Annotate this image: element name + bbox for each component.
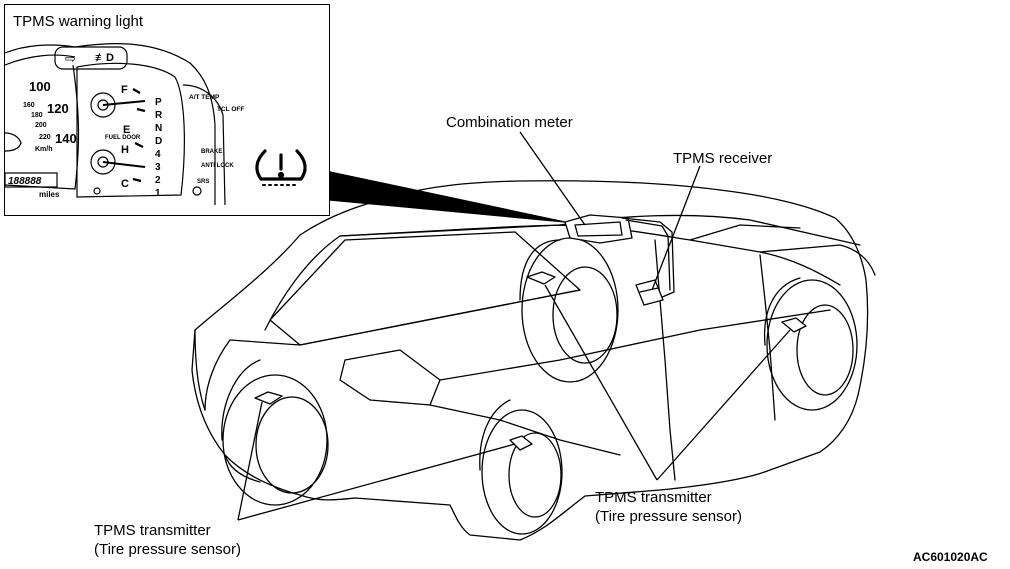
speed-tick-120: 120 <box>47 101 69 116</box>
tpms-warning-icon <box>255 149 307 186</box>
odometer-unit: miles <box>39 190 60 199</box>
fuel-door-label: FUEL DOOR <box>105 135 141 141</box>
label-transmitter-left-line2: (Tire pressure sensor) <box>94 541 241 558</box>
figure-code: AC601020AC <box>913 550 988 564</box>
speed-tick-140: 140 <box>55 131 77 146</box>
kmh-unit: Km/h <box>35 146 53 153</box>
indicator-tcl-off: TCL OFF <box>217 106 244 113</box>
inset-pointer-wedge <box>329 171 566 223</box>
label-transmitter-right-line1: TPMS transmitter <box>595 489 712 506</box>
speed-tick-100: 100 <box>29 79 51 94</box>
gear-n: N <box>155 123 162 134</box>
kmh-tick-180: 180 <box>31 112 43 119</box>
turn-signal-icon: ⇨ <box>65 51 76 66</box>
instrument-cluster <box>5 42 226 206</box>
label-tpms-receiver: TPMS receiver <box>673 150 773 167</box>
fuel-empty-mark: E <box>123 124 130 136</box>
cluster-labels: 100 120 140 160 180 200 220 Km/h 188888 … <box>8 79 244 199</box>
gear-r: R <box>155 110 163 121</box>
gear-indicator: P R N D 4 3 2 1 <box>155 97 163 199</box>
leader-transmitter-right-a <box>544 284 658 481</box>
label-combination-meter: Combination meter <box>446 114 573 131</box>
kmh-tick-220: 220 <box>39 134 51 141</box>
leader-tpms-receiver <box>651 165 701 291</box>
temp-cold-mark: C <box>121 178 129 190</box>
label-transmitter-right-line2: (Tire pressure sensor) <box>595 508 742 525</box>
temp-hot-mark: H <box>121 144 129 156</box>
leader-transmitter-right-b <box>656 329 791 481</box>
inset-title: TPMS warning light <box>13 13 144 30</box>
gear-4: 4 <box>155 149 161 160</box>
indicator-at-temp: A/T TEMP <box>189 94 220 101</box>
gear-2: 2 <box>155 175 161 186</box>
kmh-tick-200: 200 <box>35 122 47 129</box>
gear-1: 1 <box>155 188 161 199</box>
odometer-value: 188888 <box>8 176 42 187</box>
gear-3: 3 <box>155 162 161 173</box>
label-transmitter-left-line1: TPMS transmitter <box>94 522 211 539</box>
kmh-tick-160: 160 <box>23 102 35 109</box>
indicator-anti-lock: ANTI LOCK <box>201 163 234 169</box>
fog-light-icon: ≢D <box>95 52 114 64</box>
gear-d: D <box>155 136 162 147</box>
leader-transmitter-left-b <box>237 443 516 521</box>
fuel-full-mark: F <box>121 84 128 96</box>
indicator-brake: BRAKE <box>201 149 222 155</box>
indicator-srs: SRS <box>197 179 209 185</box>
gear-p: P <box>155 97 162 108</box>
leader-transmitter-left-a <box>237 401 263 521</box>
warning-light-inset: TPMS warning light <box>4 4 330 216</box>
leader-combination-meter <box>519 131 586 226</box>
